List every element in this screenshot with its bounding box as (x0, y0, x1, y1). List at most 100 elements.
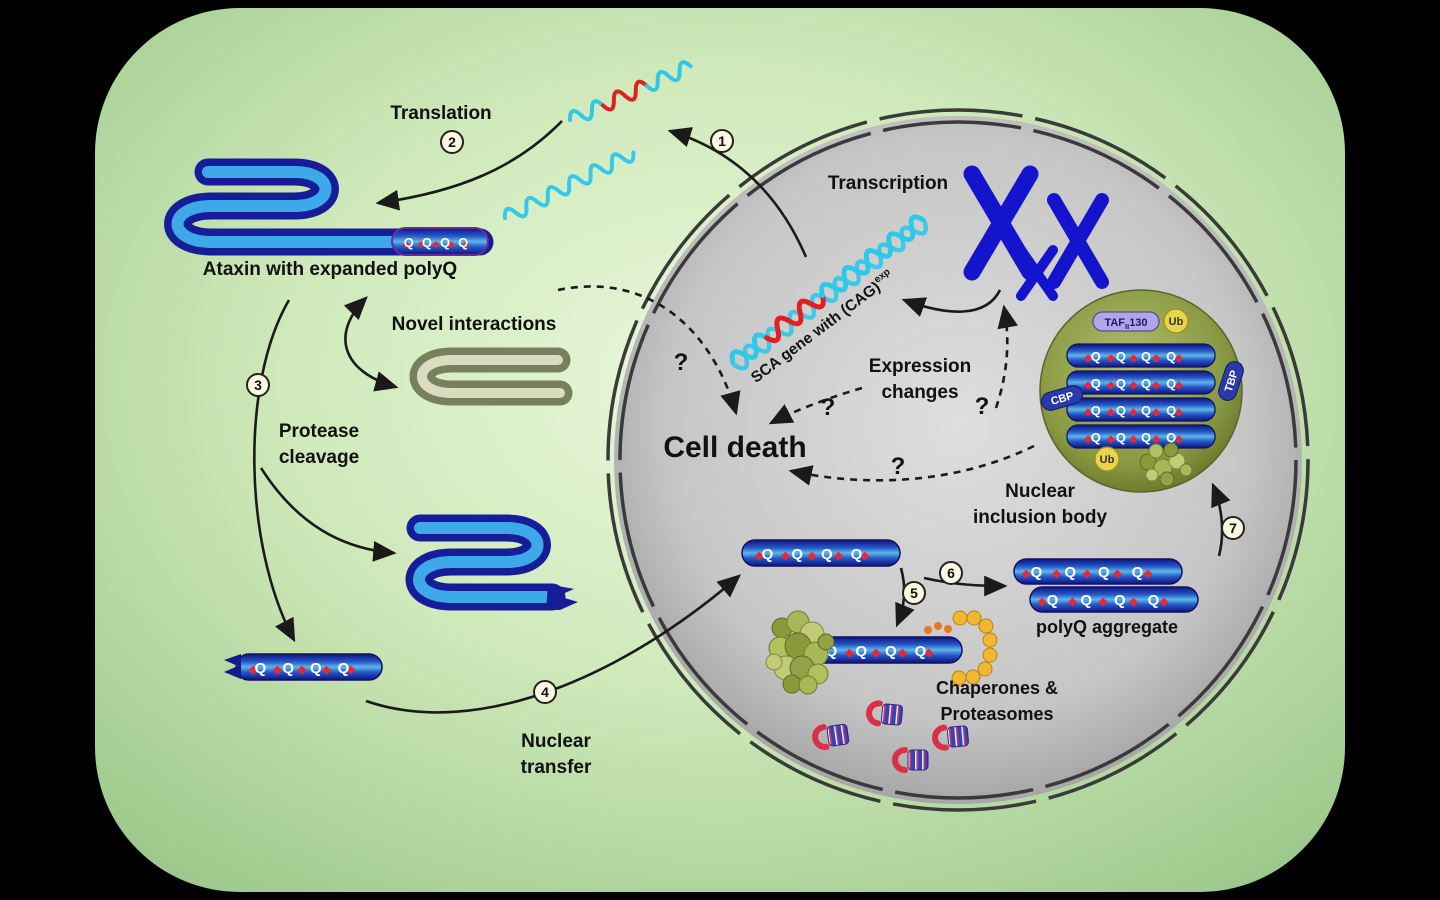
polyq-label: QQQQ (255, 660, 366, 677)
step-7-number: 7 (1229, 520, 1237, 536)
step-5-number: 5 (910, 585, 918, 601)
polyq-label: QQQQ (1091, 403, 1191, 418)
polyq-label: QQQQ (1031, 564, 1166, 581)
nuclear-transfer-label-line2: transfer (521, 757, 592, 778)
novel-interactions-arrow (343, 296, 399, 392)
step-3-badge: 3 (246, 373, 270, 397)
proteasome (812, 723, 850, 750)
step-1-number: 1 (718, 133, 726, 149)
polyq-diamonds: ◆◆◆◆◆ (1083, 407, 1197, 418)
polyq-label: QQQQ (1091, 349, 1191, 364)
ub-label: Ub (1169, 316, 1184, 328)
step-4-badge: 4 (533, 680, 557, 704)
polyq-capsule-nib-4: ◆◆◆◆◆ QQQQ (1066, 424, 1216, 449)
polyq-label: QQQQ (762, 546, 881, 563)
proteasome (932, 724, 969, 751)
step-3-number: 3 (254, 377, 262, 393)
novel-to-celldeath-dashed-arrow (557, 285, 741, 416)
polyq-capsule-chaperone: ◆◆◆◆◆ QQQQ (807, 636, 963, 664)
cbp-molecule: CBP (1040, 385, 1084, 411)
inclusion-body-label-line1: Nuclear (1005, 481, 1075, 502)
polyq-capsule-ataxin: ◆◆◆◆◆ QQQQ (391, 227, 489, 256)
chaperones-label-line1: Chaperones & (936, 678, 1058, 698)
polyq-diamonds: ◆◆◆◆◆ (402, 239, 478, 249)
translation-label: Translation (390, 103, 491, 124)
polyq-capsule-aggregate-1: ◆◆◆◆◆ QQQQ (1013, 558, 1183, 585)
transcription-export-arrow (667, 127, 808, 258)
ataxin-label: Ataxin with expanded polyQ (203, 259, 457, 280)
mrna-transcript (567, 60, 693, 122)
mrna-cyan-head (567, 99, 605, 122)
polyq-label: QQQQ (826, 643, 945, 660)
step6-aggregate-arrow (923, 575, 1008, 597)
dna-strand-red-cag (764, 293, 826, 344)
cleaved-jagged-end (546, 584, 578, 610)
chaperone-complex: ◆◆◆◆◆ QQQQ (765, 610, 998, 695)
step-2-number: 2 (448, 134, 456, 150)
polyq-diamonds: ◆◆◆◆◆ (1083, 353, 1197, 364)
tafii130-molecule: TAFII130 (1092, 311, 1160, 332)
tafii130-label: TAFII130 (1104, 317, 1147, 331)
cell-death-label: Cell death (663, 431, 806, 464)
polyq-capsule-nib-3: ◆◆◆◆◆ QQQQ (1066, 397, 1216, 422)
step7-inclusion-arrow (1211, 482, 1231, 557)
question-mark-expression: ? (821, 394, 836, 421)
nuclear-inclusion-body: ◆◆◆◆◆ QQQQ ◆◆◆◆◆ QQQQ ◆◆◆◆◆ QQQQ ◆◆◆◆◆ Q… (1039, 289, 1244, 493)
inclusion-to-celldeath-dashed-arrow (788, 444, 1035, 486)
mrna-second (502, 150, 636, 220)
step-2-badge: 2 (440, 130, 464, 154)
polyq-fragment: ◆◆◆◆◆ QQQQ (224, 653, 383, 681)
nuclear-envelope-inner-ring (618, 120, 1298, 800)
expression-to-chromosome-dashed-arrow (994, 304, 1018, 409)
question-mark-inclusion: ? (891, 453, 906, 480)
proteasome (892, 747, 929, 773)
cleaved-tube-inner (413, 522, 558, 603)
fragment-jagged-end (224, 654, 241, 679)
question-mark-novel: ? (674, 349, 689, 376)
polyq-aggregate: ◆◆◆◆◆ QQQQ ◆◆◆◆◆ QQQQ (1013, 558, 1199, 613)
polyq-diamonds: ◆◆◆◆◆ (818, 647, 951, 659)
proteasome (866, 700, 903, 727)
step-4-number: 4 (541, 684, 549, 700)
mrna-cyan-tail (644, 60, 693, 92)
polyq-diamonds: ◆◆◆◆◆ (1037, 596, 1190, 608)
question-mark-chromosome: ? (975, 393, 990, 420)
polyq-capsule-nib-1: ◆◆◆◆◆ QQQQ (1066, 343, 1216, 368)
polyq-diamonds: ◆◆◆◆◆ (248, 664, 371, 676)
step-7-badge: 7 (1221, 516, 1245, 540)
chaperone-blob-small (1139, 442, 1193, 487)
ubiquitin-top: Ub (1163, 308, 1189, 334)
protease-label-line1: Protease (279, 421, 359, 442)
mrna-red-cag (600, 79, 649, 112)
chromosomes (963, 165, 1109, 301)
dna-strand-cyan-2 (819, 214, 926, 299)
polyq-label: QQQQ (1091, 430, 1191, 445)
protease-label-line2: cleavage (279, 447, 359, 468)
transcription-label: Transcription (828, 173, 948, 194)
expression-label-line1: Expression (869, 356, 971, 377)
polyq-diamonds: ◆◆◆◆◆ (1021, 568, 1174, 580)
dashed-arrows (557, 285, 1035, 486)
expression-label-line2: changes (881, 382, 958, 403)
chromosome-x-medium (1047, 193, 1109, 289)
chromosome-x-small (1016, 245, 1058, 301)
chaperones-label-line2: Proteasomes (940, 704, 1053, 724)
polyq-capsule-aggregate-2: ◆◆◆◆◆ QQQQ (1029, 586, 1199, 613)
ub-label: Ub (1100, 454, 1115, 466)
nuclear-transfer-label-line1: Nuclear (521, 731, 591, 752)
chromosome-to-gene-arrow (901, 289, 1002, 317)
chaperone-blob-large (765, 610, 835, 695)
olive-tube-inner (417, 355, 565, 398)
polyq-diamonds: ◆◆◆◆◆ (1083, 380, 1197, 391)
orange-dots (924, 622, 952, 634)
step-6-badge: 6 (939, 561, 963, 585)
polyq-label: QQQQ (1091, 376, 1191, 391)
polyq-diamonds: ◆◆◆◆◆ (1083, 434, 1197, 445)
proteasomes (812, 700, 969, 773)
translation-arrow (375, 120, 563, 211)
polyq-diamonds: ◆◆◆◆◆ (754, 550, 887, 562)
polyq-label: QQQQ (404, 235, 476, 250)
dna-strand-back (732, 219, 928, 371)
